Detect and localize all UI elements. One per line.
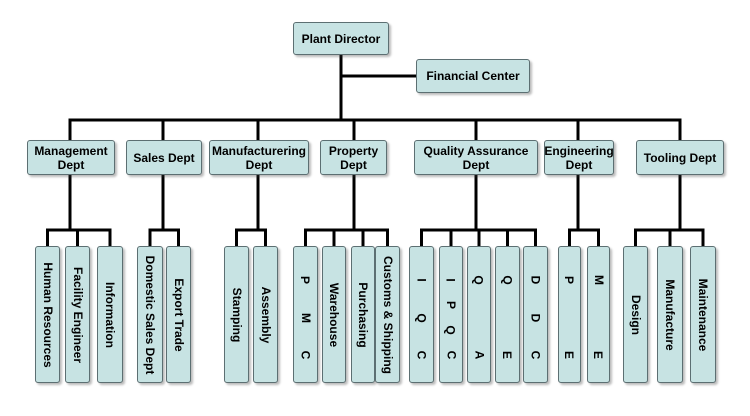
unit-p-m-c-letters: P M C xyxy=(294,273,317,362)
unit-p-e-letter-0: P xyxy=(562,275,577,285)
unit-d-d-c-box: D D CD D C xyxy=(523,246,548,383)
dept-property-dept-box: Property Dept xyxy=(320,140,387,175)
dept-management-dept-box-label: Management Dept xyxy=(34,143,108,172)
unit-domestic-sales-dept-box: Domestic Sales Dept xyxy=(137,246,163,383)
unit-q-a-letter-0: Q xyxy=(472,275,486,285)
unit-facility-engineer-box: Facility Engineer xyxy=(65,246,90,383)
unit-d-d-c-letter-2: C xyxy=(528,350,543,360)
unit-manufacture-box: Manufacture xyxy=(657,246,683,383)
unit-maintenance-label: Maintenance xyxy=(696,278,710,351)
unit-stamping-box: Stamping xyxy=(224,246,249,383)
unit-d-d-c-letter-0: D xyxy=(528,275,543,285)
unit-human-resources-label: Human Resources xyxy=(40,261,55,368)
unit-stamping-label: Stamping xyxy=(229,287,244,342)
financial-center-box: Financial Center xyxy=(416,59,530,93)
unit-m-e-letter-1: E xyxy=(591,350,606,360)
unit-information-label: Information xyxy=(103,281,117,348)
unit-d-d-c-letter-1: D xyxy=(528,313,543,322)
unit-p-m-c-letter-2: C xyxy=(298,350,313,360)
dept-engineering-dept-box-label: Engineering Dept xyxy=(544,143,614,172)
unit-i-q-c-letters: I Q C xyxy=(410,273,433,362)
unit-warehouse-label: Warehouse xyxy=(327,282,341,347)
unit-assembly-box: Assembly xyxy=(253,246,278,383)
unit-i-p-q-c-letter-1: P xyxy=(443,300,458,310)
unit-human-resources-box: Human Resources xyxy=(35,246,60,383)
unit-facility-engineer-label: Facility Engineer xyxy=(70,266,85,363)
unit-i-p-q-c-letter-2: Q xyxy=(444,325,458,335)
unit-warehouse-box: Warehouse xyxy=(322,246,346,383)
unit-i-q-c-box: I Q CI Q C xyxy=(409,246,434,383)
dept-sales-dept-box-label: Sales Dept xyxy=(133,150,195,165)
unit-p-e-box: P EPE xyxy=(558,246,581,383)
unit-m-e-letter-0: M xyxy=(591,275,606,285)
dept-quality-assurance-dept-box-label: Quality Assurance Dept xyxy=(423,143,529,172)
dept-management-dept-box: Management Dept xyxy=(27,140,115,175)
dept-manufacturering-dept-box-label: Manufacturering Dept xyxy=(211,143,306,172)
unit-i-p-q-c-box: I P Q CI P Q C xyxy=(439,246,463,383)
dept-property-dept-box-label: Property Dept xyxy=(328,143,379,172)
unit-q-a-box: Q AQA xyxy=(467,246,491,383)
unit-i-q-c-letter-2: C xyxy=(414,350,429,360)
unit-q-a-letter-1: A xyxy=(471,350,486,360)
unit-p-m-c-letter-1: M xyxy=(298,312,313,323)
unit-p-e-letter-1: E xyxy=(562,350,577,360)
unit-customs-shipping-label: Customs & Shipping xyxy=(380,255,395,374)
unit-i-p-q-c-letter-3: C xyxy=(443,350,458,360)
unit-design-box: Design xyxy=(623,246,648,383)
unit-i-q-c-letter-1: Q xyxy=(414,312,429,323)
unit-i-q-c-letter-0: I xyxy=(414,278,429,282)
unit-export-trade-label: Export Trade xyxy=(171,277,186,352)
unit-assembly-label: Assembly xyxy=(258,286,273,343)
unit-p-m-c-box: P M CP M C xyxy=(293,246,318,383)
dept-tooling-dept-box-label: Tooling Dept xyxy=(643,150,717,165)
unit-maintenance-box: Maintenance xyxy=(690,246,716,383)
unit-export-trade-box: Export Trade xyxy=(166,246,191,383)
dept-sales-dept-box: Sales Dept xyxy=(126,140,202,175)
plant-director-box: Plant Director xyxy=(293,22,389,55)
dept-manufacturering-dept-box: Manufacturering Dept xyxy=(209,140,309,175)
unit-domestic-sales-dept-label: Domestic Sales Dept xyxy=(143,255,157,374)
unit-q-e-box: Q EQE xyxy=(495,246,520,383)
unit-manufacture-label: Manufacture xyxy=(663,278,677,351)
unit-purchasing-label: Purchasing xyxy=(356,281,370,348)
unit-m-e-box: M EME xyxy=(587,246,610,383)
dept-tooling-dept-box: Tooling Dept xyxy=(636,140,724,175)
unit-i-p-q-c-letter-0: I xyxy=(444,278,458,282)
unit-i-p-q-c-letters: I P Q C xyxy=(440,273,462,362)
dept-engineering-dept-box: Engineering Dept xyxy=(544,140,614,175)
financial-center-box-label: Financial Center xyxy=(426,69,520,83)
unit-purchasing-box: Purchasing xyxy=(351,246,375,383)
unit-q-e-letter-0: Q xyxy=(500,275,515,285)
unit-design-label: Design xyxy=(628,294,643,335)
unit-p-m-c-letter-0: P xyxy=(298,275,313,285)
unit-customs-shipping-box: Customs & Shipping xyxy=(375,246,400,383)
dept-quality-assurance-dept-box: Quality Assurance Dept xyxy=(414,140,538,175)
unit-d-d-c-letters: D D C xyxy=(524,273,547,362)
unit-q-e-letter-1: E xyxy=(500,350,515,360)
plant-director-box-label: Plant Director xyxy=(301,31,381,46)
unit-information-box: Information xyxy=(97,246,123,383)
